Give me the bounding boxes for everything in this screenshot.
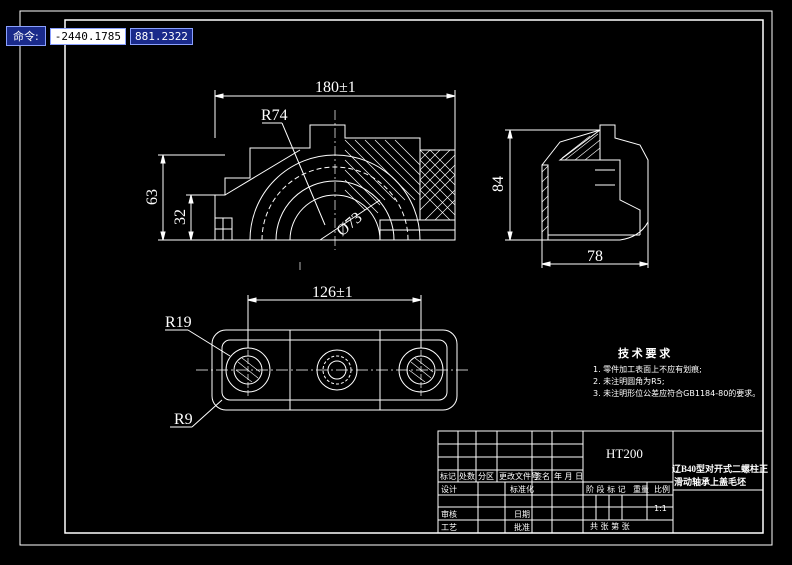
dim-78: 78 bbox=[587, 248, 603, 265]
row-approve-date: 日期 bbox=[514, 510, 530, 519]
coord-x-input[interactable]: -2440.1785 bbox=[49, 27, 126, 45]
top-view bbox=[165, 295, 470, 428]
hdr-zone: 分区 bbox=[478, 472, 494, 481]
front-view bbox=[158, 90, 456, 270]
hdr-date: 年 月 日 bbox=[554, 471, 583, 481]
command-bar: 命令: -2440.1785 881.2322 bbox=[6, 26, 193, 46]
row-process: 工艺 bbox=[441, 523, 457, 532]
inner-border bbox=[64, 19, 764, 534]
material: HT200 bbox=[606, 446, 643, 461]
dim-63: 63 bbox=[144, 189, 161, 205]
tech-item-2: 2. 未注明圆角为R5; bbox=[593, 376, 665, 386]
row-approve: 批准 bbox=[514, 522, 530, 532]
dim-180: 180±1 bbox=[315, 79, 356, 96]
hdr-mark: 标记 bbox=[440, 471, 456, 481]
scale-label: 比例 bbox=[654, 484, 670, 494]
title-block bbox=[437, 430, 764, 534]
dim-126: 126±1 bbox=[312, 284, 353, 301]
scale-value: 1:1 bbox=[654, 504, 667, 513]
coord-y-input[interactable]: 881.2322 bbox=[129, 27, 193, 45]
tech-title: 技 术 要 求 bbox=[618, 346, 671, 360]
dim-r19: R19 bbox=[165, 314, 192, 331]
dim-84: 84 bbox=[490, 176, 507, 192]
side-view bbox=[505, 124, 649, 268]
dim-phi73: Ø73 bbox=[333, 209, 365, 240]
dim-r74: R74 bbox=[261, 107, 288, 124]
outer-border bbox=[19, 10, 773, 546]
row-design: 设计 bbox=[441, 484, 457, 494]
row-review: 审核 bbox=[441, 509, 457, 519]
tech-item-3: 3. 未注明形位公差应符合GB1184-80的要求。 bbox=[593, 388, 760, 398]
tech-item-1: 1. 零件加工表面上不应有划痕; bbox=[593, 364, 702, 374]
dim-r9: R9 bbox=[174, 411, 193, 428]
stage-label: 阶 段 标 记 bbox=[586, 484, 626, 494]
hdr-count: 处数 bbox=[459, 471, 475, 481]
weight-label: 重量 bbox=[633, 484, 649, 494]
part-name-line2: 滑动轴承上盖毛坯 bbox=[674, 476, 746, 487]
command-label: 命令: bbox=[6, 26, 46, 46]
hdr-sign: 签名 bbox=[534, 471, 550, 481]
part-name-line1: 辽B40型对开式二螺柱正 bbox=[672, 463, 768, 474]
row-standard: 标准化 bbox=[510, 484, 534, 494]
sheets-label: 共 张 第 张 bbox=[590, 521, 630, 531]
dim-32: 32 bbox=[172, 209, 189, 225]
hdr-docno: 更改文件号 bbox=[499, 471, 539, 481]
